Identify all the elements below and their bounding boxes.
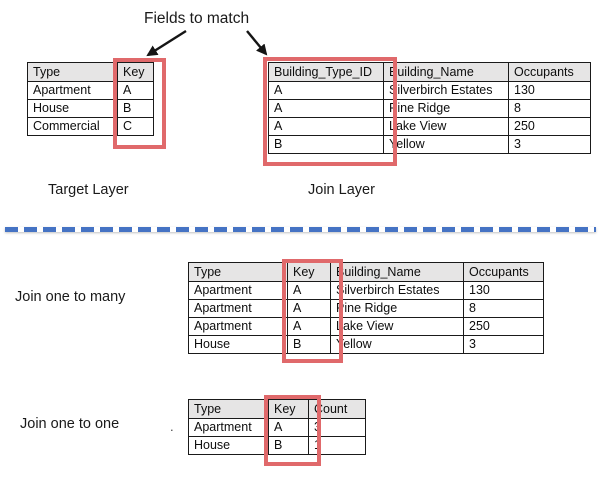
table-cell: Lake View [383,117,509,136]
column-header: Occupants [463,262,544,282]
stray-period: . [170,419,174,434]
table-cell: B [117,99,154,118]
column-header: Occupants [508,62,591,82]
table-cell: 8 [508,99,591,118]
column-header: Key [117,62,154,82]
table-cell: B [268,135,384,154]
table-cell: B [287,335,331,354]
table-cell: B [268,436,309,455]
column-header: Key [287,262,331,282]
join-one-to-many-label: Join one to many [15,289,126,305]
table-cell: Silverbirch Estates [383,81,509,100]
table-cell: Pine Ridge [383,99,509,118]
table-cell: Pine Ridge [330,299,464,318]
table-cell: 1 [308,436,366,455]
table-cell: Yellow [383,135,509,154]
table-cell: A [287,281,331,300]
join-layer-label: Join Layer [308,182,375,198]
table-cell: A [268,117,384,136]
table-cell: A [268,81,384,100]
match-arrows [146,29,268,57]
table-cell: House [27,99,118,118]
table-cell: A [287,299,331,318]
table-cell: Apartment [188,317,288,336]
arrow-to-target-key [146,29,187,57]
table-cell: Apartment [188,418,269,437]
table-cell: 3 [508,135,591,154]
table-cell: A [268,99,384,118]
column-header: Key [268,399,309,419]
table-cell: Yellow [330,335,464,354]
table-cell: 250 [508,117,591,136]
table-cell: Lake View [330,317,464,336]
arrow-to-join-id [246,30,268,56]
table-cell: A [268,418,309,437]
column-header: Count [308,399,366,419]
target-layer-label: Target Layer [48,182,129,198]
table-cell: 3 [308,418,366,437]
column-header: Type [188,399,269,419]
table-cell: 3 [463,335,544,354]
dashed-divider-line [5,227,596,232]
column-header: Building_Name [330,262,464,282]
table-cell: Commercial [27,117,118,136]
table-cell: Apartment [188,281,288,300]
table-cell: A [287,317,331,336]
table-cell: C [117,117,154,136]
table-cell: Apartment [27,81,118,100]
fields-to-match-label: Fields to match [144,10,250,27]
table-cell: 250 [463,317,544,336]
table-cell: 130 [463,281,544,300]
table-cell: A [117,81,154,100]
table-cell: 130 [508,81,591,100]
join-one-to-one-label: Join one to one [20,416,120,432]
column-header: Building_Name [383,62,509,82]
column-header: Type [27,62,118,82]
table-cell: 8 [463,299,544,318]
table-cell: Apartment [188,299,288,318]
column-header: Building_Type_ID [268,62,384,82]
table-cell: Silverbirch Estates [330,281,464,300]
column-header: Type [188,262,288,282]
table-cell: House [188,436,269,455]
table-cell: House [188,335,288,354]
